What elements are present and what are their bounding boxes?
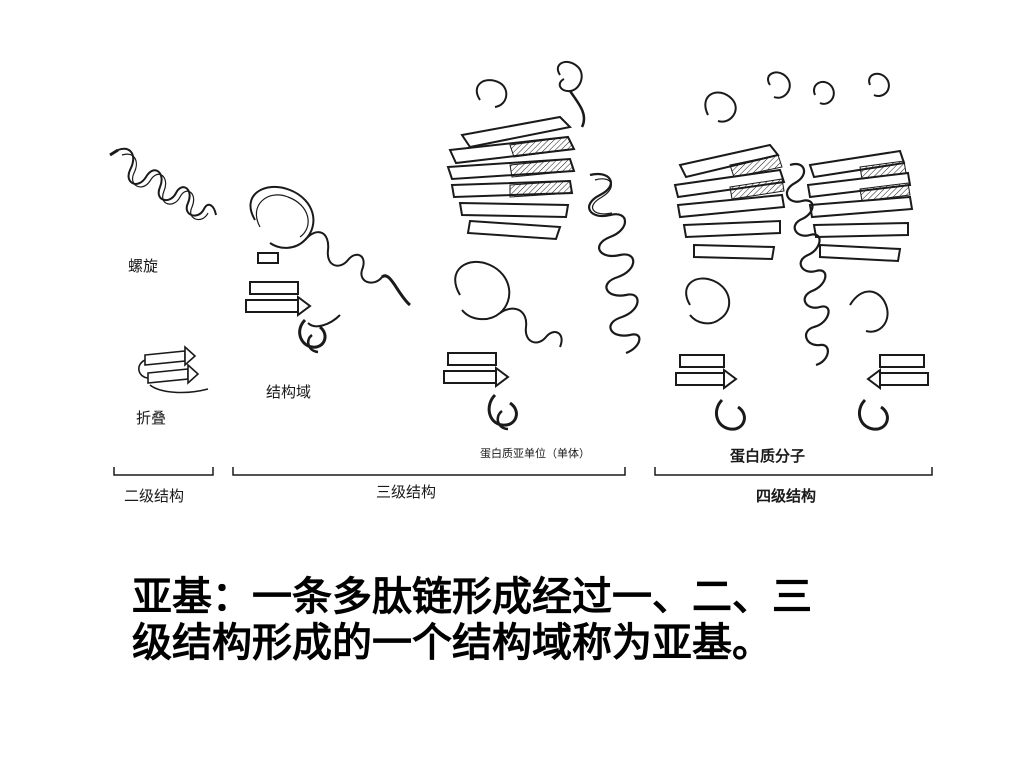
label-molecule: 蛋白质分子 <box>730 447 806 465</box>
label-helix: 螺旋 <box>128 257 159 275</box>
label-secondary-structure: 二级结构 <box>124 487 185 505</box>
fold-drawing <box>138 345 209 394</box>
secondary-bracket <box>113 467 214 476</box>
caption-line-2: 级结构形成的一个结构域称为亚基。 <box>132 620 772 666</box>
label-tertiary-structure: 三级结构 <box>376 483 437 501</box>
tertiary-bracket <box>232 467 626 476</box>
quaternary-bracket <box>654 467 933 476</box>
subunit-drawing <box>443 60 641 431</box>
slide-caption: 亚基：一条多肽链形成经过一、二、三 级结构形成的一个结构域称为亚基。 <box>132 574 932 666</box>
structure-drawings <box>109 60 933 476</box>
caption-line-1: 亚基：一条多肽链形成经过一、二、三 <box>132 574 812 620</box>
label-quaternary-structure: 四级结构 <box>756 487 817 505</box>
protein-structure-figure: 螺旋 折叠 结构域 蛋白质亚单位（单体） 蛋白质分子 二级结构 三级结构 四级结… <box>90 55 938 530</box>
label-subunit: 蛋白质亚单位（单体） <box>480 447 590 460</box>
label-fold: 折叠 <box>136 409 167 427</box>
molecule-drawing <box>673 71 929 431</box>
domain-drawing <box>245 185 412 354</box>
helix-drawing <box>109 147 217 221</box>
label-domain: 结构域 <box>266 383 312 401</box>
